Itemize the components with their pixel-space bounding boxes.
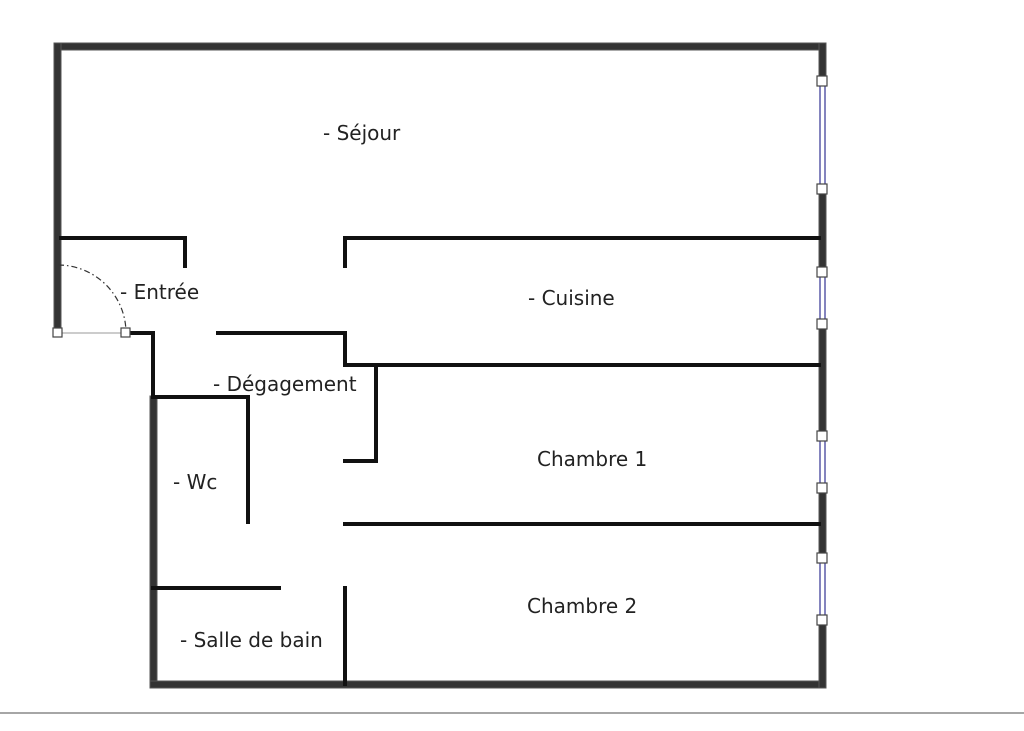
door-swing-arc [57, 264, 127, 334]
room-label-cuisine: - Cuisine [528, 286, 615, 310]
window [816, 266, 828, 330]
wall-left-lower [149, 395, 158, 689]
window [816, 552, 828, 626]
interior-walls [59, 236, 821, 686]
room-label-entree: - Entrée [120, 280, 199, 304]
room-label-salle-de-bain: - Salle de bain [180, 628, 323, 652]
wall-left [53, 42, 62, 333]
windows [816, 75, 828, 626]
room-label-degagement: - Dégagement [213, 372, 357, 396]
window [816, 75, 828, 195]
room-label-sejour: - Séjour [323, 121, 401, 145]
wall-bottom [149, 680, 827, 689]
room-label-chambre-1: Chambre 1 [537, 447, 647, 471]
room-labels: - Séjour - Entrée - Cuisine - Dégagement… [120, 121, 647, 652]
door-hinge [120, 327, 131, 338]
window [816, 430, 828, 494]
room-label-wc: - Wc [173, 470, 217, 494]
door-hinge [52, 327, 63, 338]
wall-top [53, 42, 827, 51]
room-label-chambre-2: Chambre 2 [527, 594, 637, 618]
entrance-door [52, 264, 131, 338]
